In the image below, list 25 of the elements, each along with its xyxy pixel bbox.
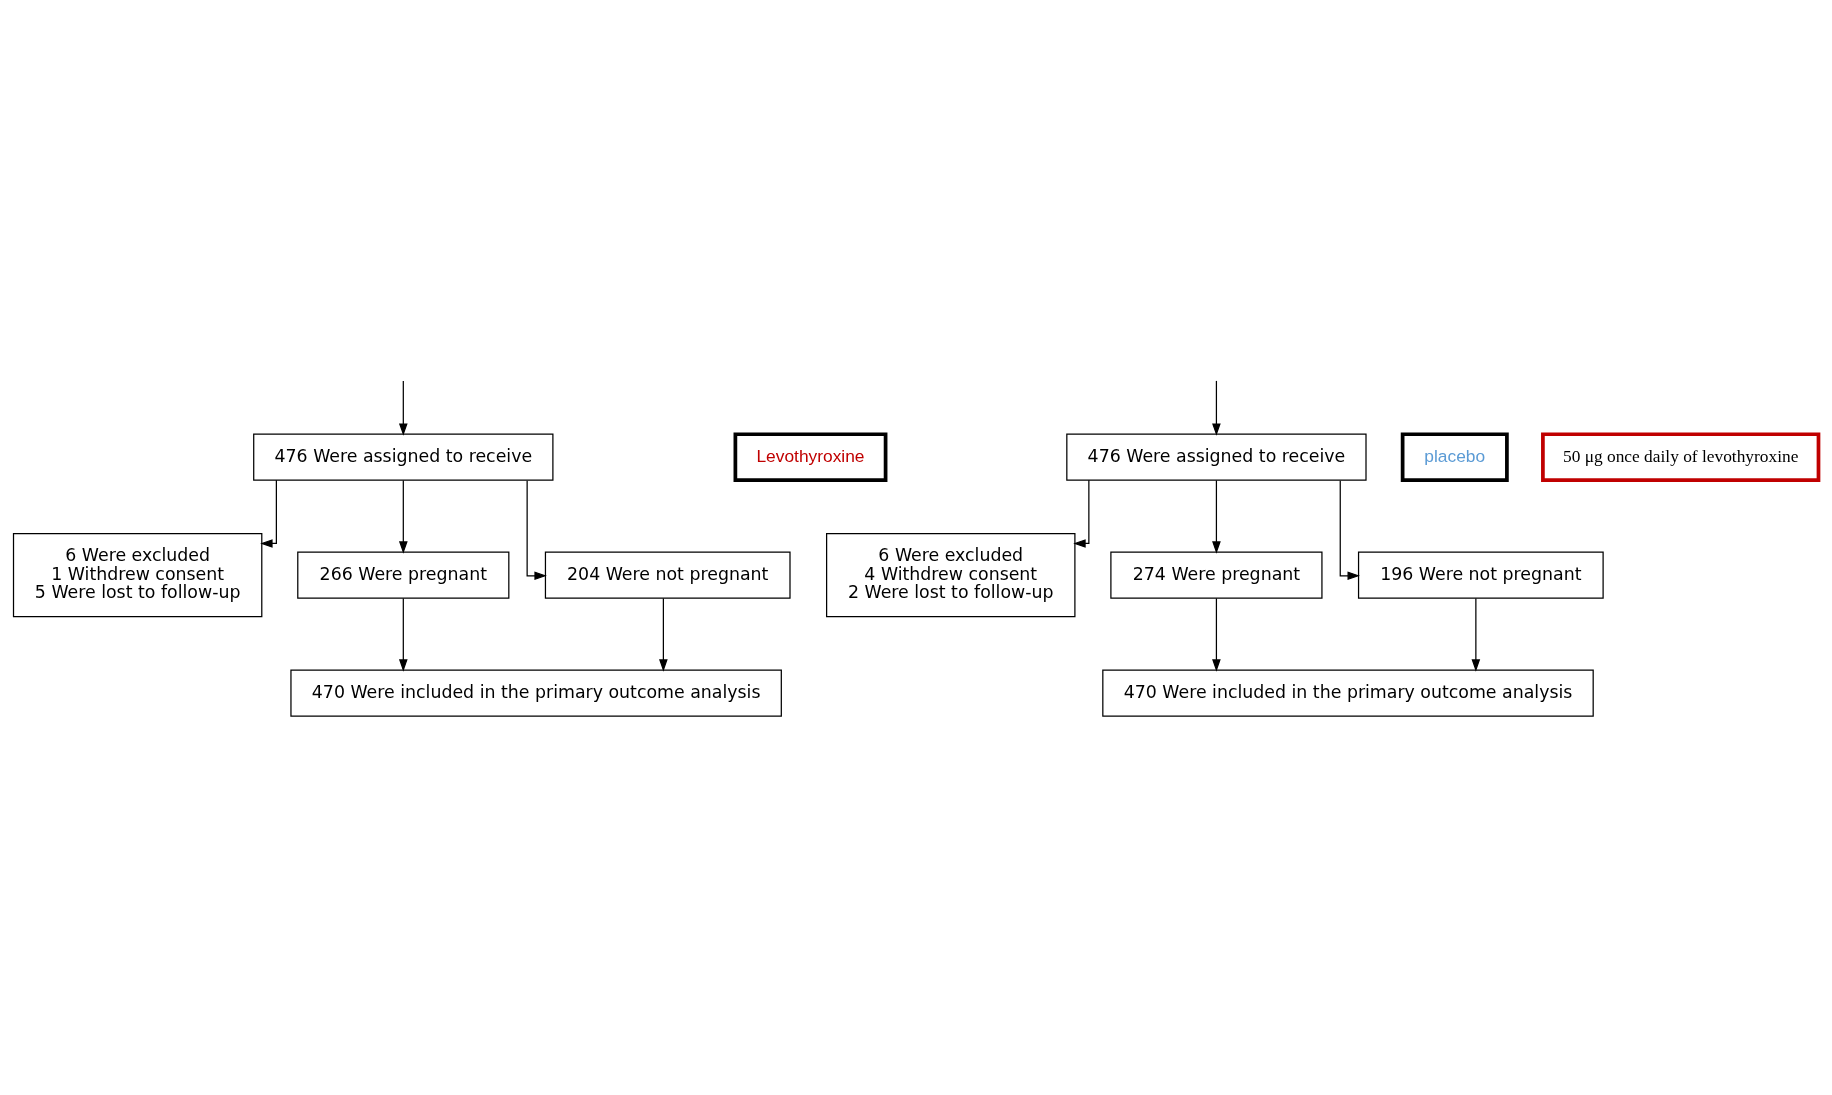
arrow [1212, 379, 1221, 436]
arrow [1212, 479, 1221, 554]
arrow [526, 479, 547, 580]
node-box: 50 μg once daily of levothyroxine [1541, 431, 1821, 482]
arrow [398, 597, 408, 672]
node-box: 6 Were excluded 1 Withdrew consent 5 Were lost to follow-up [12, 532, 263, 617]
node-box: 266 Were pregnant [297, 551, 510, 599]
arrow [398, 479, 408, 554]
node-box: 274 Were pregnant [1110, 551, 1323, 599]
node-box: Levothyroxine [733, 431, 888, 482]
node-box: 470 Were included in the primary outcome analysis [1102, 669, 1594, 717]
node-box: 470 Were included in the primary outcome analysis [290, 669, 782, 717]
node-box: placebo [1400, 431, 1509, 482]
arrow [398, 379, 408, 436]
arrow [260, 479, 277, 548]
node-box: 476 Were assigned to receive [1066, 433, 1367, 481]
arrow [659, 597, 668, 672]
arrow [1471, 597, 1481, 672]
arrow [1339, 479, 1360, 580]
arrow [1212, 597, 1221, 672]
node-box: 476 Were assigned to receive [253, 433, 554, 481]
node-box: 6 Were excluded 4 Withdrew consent 2 Were lost to follow-up [826, 532, 1076, 617]
node-box: 196 Were not pregnant [1357, 551, 1604, 599]
node-box: 204 Were not pregnant [544, 551, 791, 599]
arrow [1073, 479, 1090, 548]
